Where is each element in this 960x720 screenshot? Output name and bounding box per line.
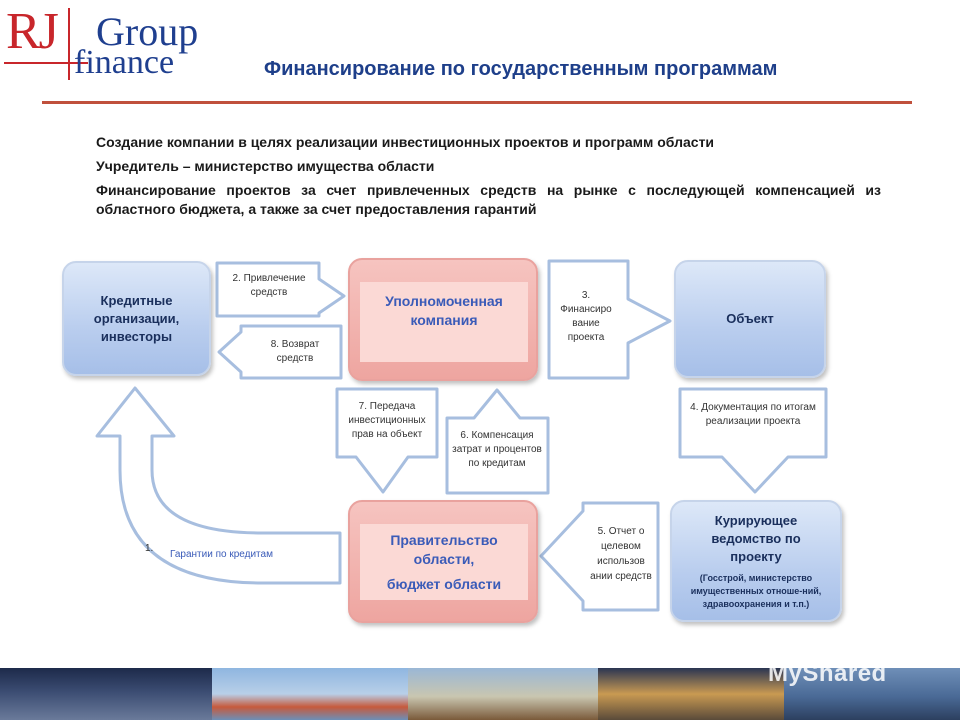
- ministry-title: Курирующее ведомство по проекту: [711, 512, 801, 564]
- slide-title: Финансирование по государственным програ…: [264, 58, 778, 80]
- authorized-company-label: Уполномоченная компания: [385, 293, 503, 328]
- city-night-photo: [0, 668, 212, 720]
- arrow-step-1: [95, 386, 342, 585]
- step-4-label: 4. Документация по итогам реализации про…: [690, 402, 816, 427]
- arrow-step-2: [215, 261, 346, 318]
- skyscraper-photo: [784, 668, 960, 720]
- bullet-text-3: Финансирование проектов за счет привлече…: [96, 182, 881, 217]
- step-8-label: 8. Возврат средств: [270, 339, 320, 364]
- credit-organizations-label: Кредитные организации, инвесторы: [93, 292, 180, 344]
- authorized-company-box: Уполномоченная компания: [348, 258, 538, 381]
- arrow-step-4: [678, 387, 828, 494]
- bridge-photo: [212, 668, 408, 720]
- footer-photo-strip: [0, 668, 960, 720]
- title-divider: [42, 101, 912, 104]
- bullet-text-1: Создание компании в целях реализации инв…: [96, 134, 715, 150]
- arrow-step-7: [335, 387, 439, 494]
- step-5-label: 5. Отчет о целевом использов ании средст…: [590, 526, 652, 582]
- government-label-1: Правительство области,: [390, 531, 498, 567]
- logo-finance: finance: [74, 44, 175, 81]
- step-2-label: 2. Привлечение средств: [232, 273, 306, 298]
- arrow-step-8: [217, 324, 343, 380]
- government-box: Правительство области, бюджет области: [348, 500, 538, 623]
- step-1-label: Гарантии по кредитам: [170, 549, 273, 560]
- kremlin-photo: [408, 668, 598, 720]
- logo-letters: RJ: [6, 3, 59, 60]
- bullet-text-2: Учредитель – министерство имущества обла…: [96, 158, 435, 174]
- step-6-label: 6. Компенсация затрат и процентов по кре…: [452, 430, 542, 469]
- arrow-step-5: [539, 501, 660, 612]
- object-box: Объект: [674, 260, 826, 378]
- credit-organizations-box: Кредитные организации, инвесторы: [62, 261, 211, 376]
- arrow-step-6: [445, 388, 550, 495]
- government-label-2: бюджет области: [386, 575, 502, 592]
- step-3-label: 3. Финансиро вание проекта: [560, 290, 612, 343]
- company-logo: RJ Group finance: [0, 0, 199, 84]
- ministry-subtitle: (Госстрой, министерство имущественных от…: [690, 572, 822, 609]
- ministry-box: Курирующее ведомство по проекту (Госстро…: [670, 500, 842, 622]
- object-label: Объект: [726, 311, 774, 326]
- watermark-text: MyShared: [768, 660, 887, 687]
- logo-group: Group: [96, 9, 199, 54]
- step-7-label: 7. Передача инвестиционных прав на объек…: [348, 401, 426, 440]
- evening-city-photo: [598, 668, 784, 720]
- arrow-step-3: [547, 259, 672, 380]
- step-1-number: 1.: [145, 543, 154, 554]
